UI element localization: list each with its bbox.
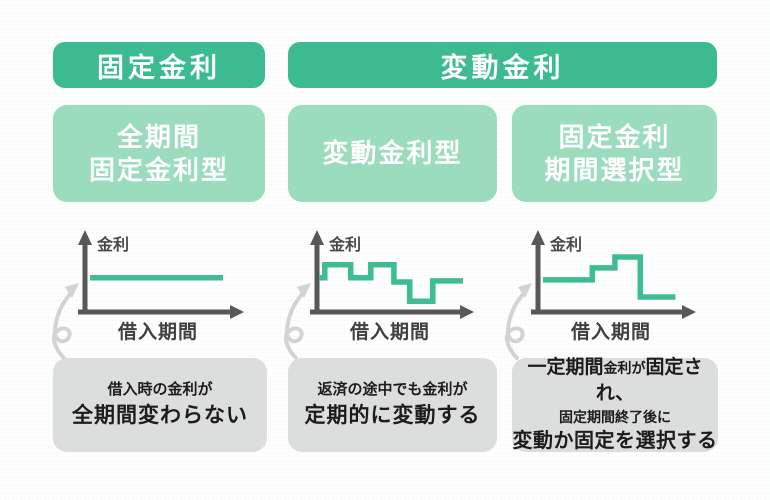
curl-arrow-icon	[505, 283, 532, 360]
type-label-line: 変動金利型	[322, 138, 463, 169]
curl-arrow-icon	[284, 283, 311, 360]
axes	[310, 243, 462, 315]
y-axis-arrow-icon	[78, 230, 92, 245]
description-text-emphasis: 全期間変わらない	[72, 404, 248, 428]
y-axis-arrow-icon	[531, 230, 545, 245]
header-variable-rate-label: 変動金利	[440, 52, 565, 83]
x-axis-label: 借入期間	[570, 320, 651, 343]
axes	[78, 243, 232, 315]
x-axis-label: 借入期間	[349, 320, 430, 343]
type-label-line: 固定金利	[558, 122, 671, 152]
y-axis-label: 金利	[96, 235, 129, 254]
y-axis-arrow-icon	[310, 230, 324, 245]
x-axis-label: 借入期間	[117, 320, 198, 343]
x-axis-arrow-icon	[460, 305, 474, 319]
type-label-line: 固定金利型	[88, 154, 229, 185]
description-box-fixed-period-select: 一定期間金利が固定され、 固定期間終了後に 変動か固定を選択する	[512, 355, 718, 452]
description-text-emphasis: 定期的に変動する	[304, 404, 481, 428]
y-axis-label: 金利	[549, 235, 582, 254]
chart-fixed-period-select: 金利 借入期間	[505, 230, 696, 360]
description-text-emphasis: 変動か固定を選択する	[512, 429, 718, 452]
y-axis-label: 金利	[328, 235, 361, 254]
type-box-variable: 変動金利型	[288, 105, 497, 202]
chart-full-term-fixed: 金利 借入期間	[52, 230, 244, 360]
description-text-emphasis: 固定され、	[595, 357, 703, 404]
x-axis-arrow-icon	[682, 305, 696, 319]
x-axis-arrow-icon	[230, 305, 244, 319]
type-box-fixed-period-select: 固定金利 期間選択型	[512, 105, 717, 202]
type-label-line: 期間選択型	[544, 154, 685, 185]
description-box-variable: 返済の途中でも金利が 定期的に変動する	[288, 358, 497, 452]
description-text: 固定期間終了後に	[559, 408, 671, 425]
axes	[531, 243, 684, 315]
type-box-full-term-fixed: 全期間 固定金利型	[53, 105, 265, 202]
description-text: 金利が	[603, 360, 646, 377]
description-text: 返済の途中でも金利が	[317, 381, 468, 399]
type-label-line: 全期間	[116, 122, 201, 152]
description-text-emphasis: 一定期間	[527, 357, 604, 379]
header-fixed-rate: 固定金利	[53, 42, 265, 88]
description-text: 借入時の金利が	[107, 381, 213, 399]
header-fixed-rate-label: 固定金利	[97, 52, 221, 83]
description-box-full-term-fixed: 借入時の金利が 全期間変わらない	[53, 358, 267, 452]
rate-line-fluctuating	[319, 262, 463, 304]
description-text-mixed: 一定期間金利が固定され、	[512, 355, 718, 406]
curl-arrow-icon	[52, 283, 79, 360]
chart-variable: 金利 借入期間	[284, 230, 474, 360]
header-variable-rate: 変動金利	[288, 42, 717, 88]
rate-line-fixed-then-select	[543, 254, 676, 300]
